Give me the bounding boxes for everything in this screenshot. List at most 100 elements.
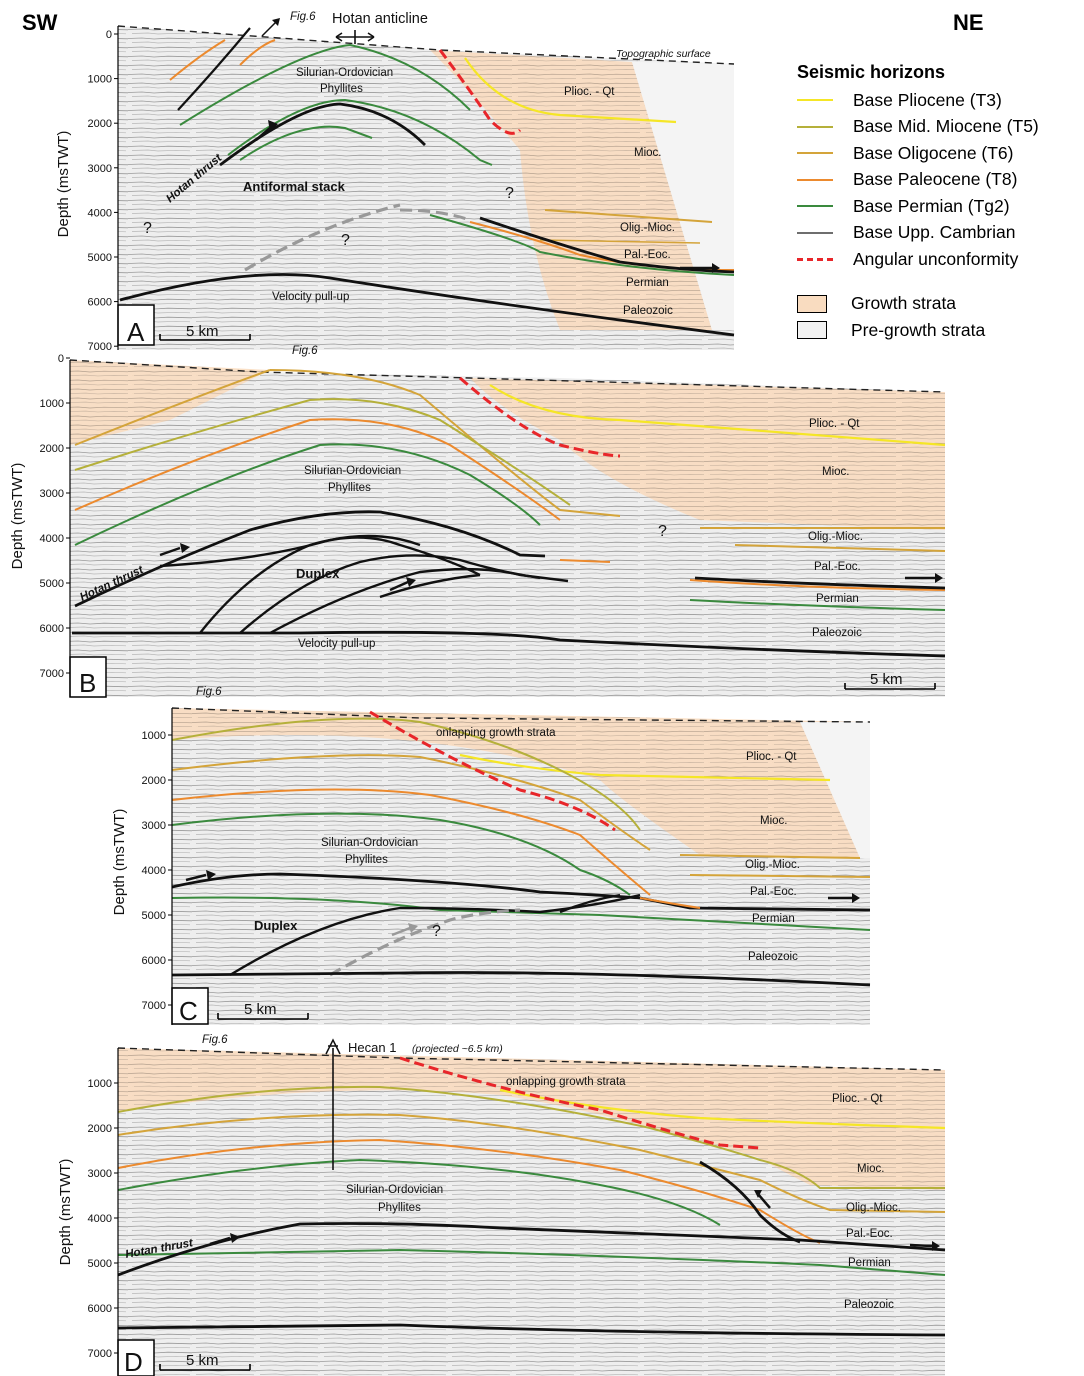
depth-axis-title: Depth (msTWT) [55,131,72,238]
a-paleozoic-label: Paleozoic [623,305,673,317]
a-question-mark-2: ? [143,220,152,237]
b-duplex-label: Duplex [296,566,340,581]
section-a-letter: A [127,317,145,347]
seismic-legend: Seismic horizons Base Pliocene (T3) Base … [797,62,1082,344]
b-silurian-label: Silurian-Ordovician [304,465,401,477]
a-silurian-label: Silurian-Ordovician [296,67,393,79]
a-scale-bar-label: 5 km [186,323,219,340]
depth-tick-label: 5000 [88,252,112,264]
b-fig6-ref: Fig.6 [292,345,318,357]
horizon-line-swatch [797,231,833,234]
a-hotan-anticline-label: Hotan anticline [332,11,428,27]
section-c [171,707,871,1025]
a-paleo-eoc-label: Pal.-Eoc. [624,249,671,261]
depth-tick-label: 4000 [88,207,112,219]
depth-tick-label: 6000 [88,1303,112,1315]
c-scale-bar-label: 5 km [244,1001,277,1018]
legend-strata-label: Growth strata [851,293,957,314]
a-question-mark-3: ? [341,232,350,249]
sw-orientation-label: SW [22,10,58,35]
c-olig-label: Olig.-Mioc. [745,859,800,871]
section-d [117,1038,946,1376]
depth-tick-label: 7000 [88,1348,112,1360]
c-phyllites-label: Phyllites [345,854,388,866]
c-paleozoic-label: Paleozoic [748,951,798,963]
d-silurian-label: Silurian-Ordovician [346,1184,443,1196]
horizon-line-swatch [797,125,833,128]
legend-strata-item: Growth strata [797,291,1082,318]
depth-tick-label: 3000 [40,488,64,500]
depth-tick-label: 0 [106,29,112,41]
section-d-letter: D [124,1347,143,1376]
depth-tick-label: 6000 [40,623,64,635]
depth-tick-label: 2000 [142,775,166,787]
a-phyllites-label: Phyllites [320,83,363,95]
horizon-line-swatch [797,99,833,102]
c-question-mark: ? [432,923,441,940]
legend-horizon-item: Base Oligocene (T6) [797,140,1082,167]
b-plioc-label: Plioc. - Qt [809,418,860,430]
d-mioc-label: Mioc. [857,1163,884,1175]
legend-strata-item: Pre-growth strata [797,317,1082,344]
d-scale-bar-label: 5 km [186,1352,219,1369]
depth-tick-label: 3000 [88,1168,112,1180]
d-paleo-eoc-label: Pal.-Eoc. [846,1228,893,1240]
b-olig-label: Olig.-Mioc. [808,531,863,543]
b-question-mark: ? [658,523,667,540]
legend-horizon-item: Angular unconformity [797,246,1082,273]
legend-horizon-label: Base Pliocene (T3) [853,89,1002,110]
a-olig-label: Olig.-Mioc. [620,222,675,234]
legend-horizon-item: Base Upp. Cambrian [797,220,1082,247]
depth-tick-label: 4000 [40,533,64,545]
strata-color-swatch [797,321,827,340]
horizon-line-swatch [797,257,833,261]
b-pullup-label: Velocity pull-up [298,638,375,650]
depth-tick-label: 3000 [142,820,166,832]
a-mioc-label: Mioc. [634,147,661,159]
a-topo-surface-label: Topographic surface [616,48,711,60]
b-paleozoic-label: Paleozoic [812,627,862,639]
depth-tick-label: 2000 [40,443,64,455]
depth-tick-label: 4000 [88,1213,112,1225]
d-phyllites-label: Phyllites [378,1202,421,1214]
horizon-line-swatch [797,178,833,181]
depth-tick-label: 3000 [88,163,112,175]
legend-horizon-item: Base Permian (Tg2) [797,193,1082,220]
d-well-note: (projected ~6.5 km) [412,1043,503,1055]
depth-tick-label: 0 [58,353,64,365]
d-permian-label: Permian [848,1257,891,1269]
section-c-growth-strata [172,708,870,858]
depth-tick-label: 6000 [88,297,112,309]
b-phyllites-label: Phyllites [328,482,371,494]
c-silurian-label: Silurian-Ordovician [321,837,418,849]
section-c-letter: C [179,996,198,1026]
legend-horizon-label: Base Upp. Cambrian [853,222,1016,243]
b-scale-bar-label: 5 km [870,671,903,688]
b-permian-label: Permian [816,593,859,605]
c-permian-label: Permian [752,913,795,925]
depth-tick-label: 4000 [142,865,166,877]
section-a [117,18,735,350]
d-plioc-label: Plioc. - Qt [832,1093,883,1105]
section-d-growth-strata [118,1048,945,1190]
horizon-line-swatch [797,205,833,208]
section-b-growth-strata [70,360,270,445]
c-onlap-label: onlapping growth strata [436,727,556,739]
a-plioc-label: Plioc. - Qt [564,86,615,98]
depth-axis-title: Depth (msTWT) [57,1159,74,1266]
section-b [69,359,946,698]
legend-horizon-item: Base Pliocene (T3) [797,87,1082,114]
c-paleo-eoc-label: Pal.-Eoc. [750,886,797,898]
depth-tick-label: 2000 [88,118,112,130]
d-paleozoic-label: Paleozoic [844,1299,894,1311]
legend-horizon-label: Base Paleocene (T8) [853,169,1018,190]
depth-tick-label: 1000 [40,398,64,410]
legend-horizon-item: Base Mid. Miocene (T5) [797,114,1082,141]
legend-title: Seismic horizons [797,62,946,82]
depth-tick-label: 1000 [88,74,112,86]
legend-horizon-item: Base Paleocene (T8) [797,167,1082,194]
horizon-line-swatch [797,152,833,155]
a-pullup-label: Velocity pull-up [272,291,349,303]
legend-horizon-label: Base Oligocene (T6) [853,142,1014,163]
